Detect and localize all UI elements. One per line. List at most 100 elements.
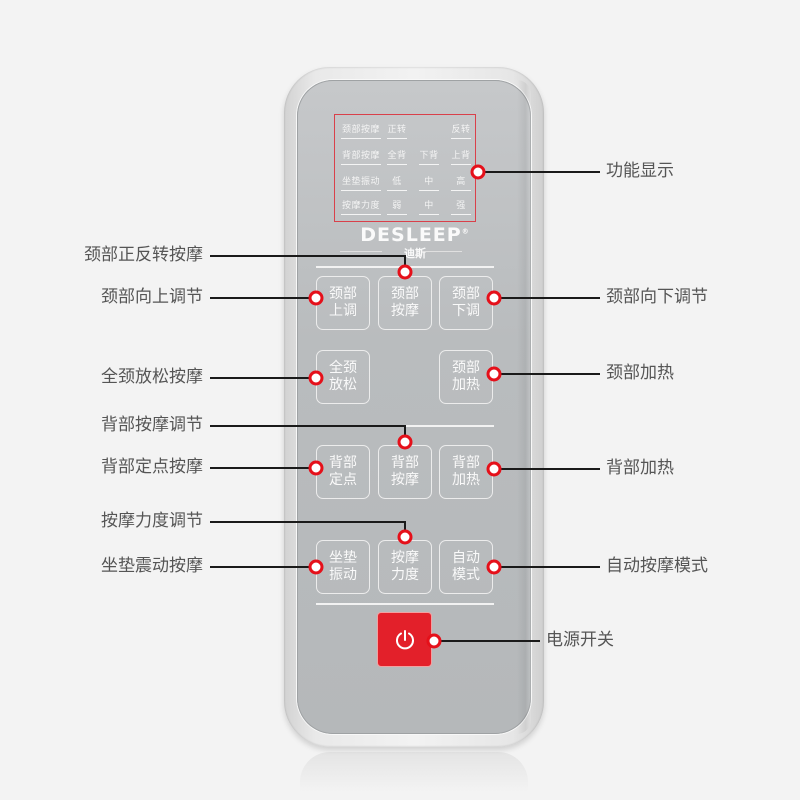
callout-dot — [486, 461, 502, 477]
callout-dot — [308, 559, 324, 575]
button-label: 加热 — [452, 472, 480, 488]
callout-dot — [308, 460, 324, 476]
massage-intensity-button[interactable]: 按摩 力度 — [378, 540, 432, 594]
function-display: 颈部按摩 正转 反转 背部按摩 全背 下背 上背 坐垫振动 低 中 高 按摩力度… — [334, 114, 476, 222]
back-massage-button[interactable]: 背部 按摩 — [378, 445, 432, 499]
button-label: 按摩 — [391, 550, 419, 566]
back-heat-button[interactable]: 背部 加热 — [439, 445, 493, 499]
callout-dot — [486, 290, 502, 306]
callout-line — [496, 373, 600, 375]
display-option: 中 — [419, 177, 439, 191]
seat-vibration-button[interactable]: 坐垫 振动 — [316, 540, 370, 594]
callout-line — [210, 521, 406, 523]
callout-line — [210, 377, 314, 379]
callout-back-point-massage: 背部定点按摩 — [101, 457, 203, 477]
button-label: 按摩 — [391, 303, 419, 319]
callout-line — [404, 255, 406, 269]
auto-mode-button[interactable]: 自动 模式 — [439, 540, 493, 594]
button-label: 按摩 — [391, 472, 419, 488]
display-label: 按摩力度 — [341, 201, 381, 215]
callout-dot — [486, 366, 502, 382]
button-label: 颈部 — [452, 360, 480, 376]
callout-neck-rotate: 颈部正反转按摩 — [84, 245, 203, 265]
button-label: 全颈 — [329, 360, 357, 376]
callout-intensity-adjust: 按摩力度调节 — [101, 511, 203, 531]
callout-line — [496, 566, 600, 568]
callout-dot — [397, 264, 413, 280]
callout-line — [210, 255, 406, 257]
callout-neck-up: 颈部向上调节 — [101, 287, 203, 307]
callout-neck-heat: 颈部加热 — [606, 363, 674, 383]
logo-divider-right — [422, 251, 462, 252]
button-label: 力度 — [391, 567, 419, 583]
callout-dot — [308, 370, 324, 386]
callout-power-switch: 电源开关 — [546, 630, 614, 650]
neck-up-button[interactable]: 颈部 上调 — [316, 276, 370, 330]
callout-line — [496, 297, 600, 299]
logo-divider-left — [340, 251, 382, 252]
display-option: 强 — [451, 201, 471, 215]
callout-line — [404, 425, 406, 438]
display-option: 全背 — [387, 151, 407, 165]
callout-dot — [470, 164, 486, 180]
button-label: 背部 — [391, 455, 419, 471]
button-label: 上调 — [329, 303, 357, 319]
button-label: 背部 — [329, 455, 357, 471]
callout-back-heat: 背部加热 — [606, 458, 674, 478]
display-row-back: 背部按摩 全背 下背 上背 — [335, 151, 475, 171]
button-label: 加热 — [452, 377, 480, 393]
callout-dot — [397, 434, 413, 450]
separator — [316, 603, 494, 605]
power-icon — [395, 629, 414, 649]
callout-dot — [426, 633, 442, 649]
registered-mark: ® — [461, 227, 470, 236]
display-label: 坐垫振动 — [341, 177, 381, 191]
callout-line — [210, 425, 406, 427]
display-row-intensity: 按摩力度 弱 中 强 — [335, 201, 475, 221]
button-label: 颈部 — [391, 286, 419, 302]
display-option: 低 — [387, 177, 407, 191]
callout-dot — [486, 559, 502, 575]
display-option: 正转 — [387, 125, 407, 139]
power-button[interactable] — [377, 612, 432, 667]
callout-auto-mode: 自动按摩模式 — [606, 556, 708, 576]
display-option: 高 — [451, 177, 471, 191]
display-option: 上背 — [451, 151, 471, 165]
button-label: 背部 — [452, 455, 480, 471]
display-row-seat: 坐垫振动 低 中 高 — [335, 177, 475, 197]
button-label: 颈部 — [452, 286, 480, 302]
display-option: 弱 — [387, 201, 407, 215]
neck-down-button[interactable]: 颈部 下调 — [439, 276, 493, 330]
callout-neck-down: 颈部向下调节 — [606, 287, 708, 307]
callout-line — [480, 171, 600, 173]
display-label: 背部按摩 — [341, 151, 381, 165]
remote-reflection — [300, 752, 528, 792]
callout-seat-vibration: 坐垫震动按摩 — [101, 556, 203, 576]
back-point-massage-button[interactable]: 背部 定点 — [316, 445, 370, 499]
button-label: 坐垫 — [329, 550, 357, 566]
brand-logo: DESLEEP® — [340, 224, 490, 246]
full-neck-relax-button[interactable]: 全颈 放松 — [316, 350, 370, 404]
brand-subtitle: 迪斯 — [404, 247, 426, 260]
callout-line — [210, 297, 314, 299]
display-label: 颈部按摩 — [341, 125, 381, 139]
callout-dot — [397, 529, 413, 545]
display-option: 反转 — [451, 125, 471, 139]
brand-logo-text: DESLEEP — [360, 224, 462, 246]
display-option: 下背 — [419, 151, 439, 165]
display-row-neck: 颈部按摩 正转 反转 — [335, 125, 475, 145]
callout-line — [404, 521, 406, 533]
callout-full-neck-relax: 全颈放松按摩 — [101, 367, 203, 387]
button-label: 模式 — [452, 567, 480, 583]
callout-line — [210, 566, 314, 568]
callout-back-massage-adjust: 背部按摩调节 — [101, 415, 203, 435]
button-label: 下调 — [452, 303, 480, 319]
neck-heat-button[interactable]: 颈部 加热 — [439, 350, 493, 404]
callout-function-display: 功能显示 — [606, 161, 674, 181]
callout-line — [496, 468, 600, 470]
button-label: 颈部 — [329, 286, 357, 302]
callout-line — [436, 640, 540, 642]
button-label: 定点 — [329, 472, 357, 488]
neck-massage-button[interactable]: 颈部 按摩 — [378, 276, 432, 330]
button-label: 振动 — [329, 567, 357, 583]
